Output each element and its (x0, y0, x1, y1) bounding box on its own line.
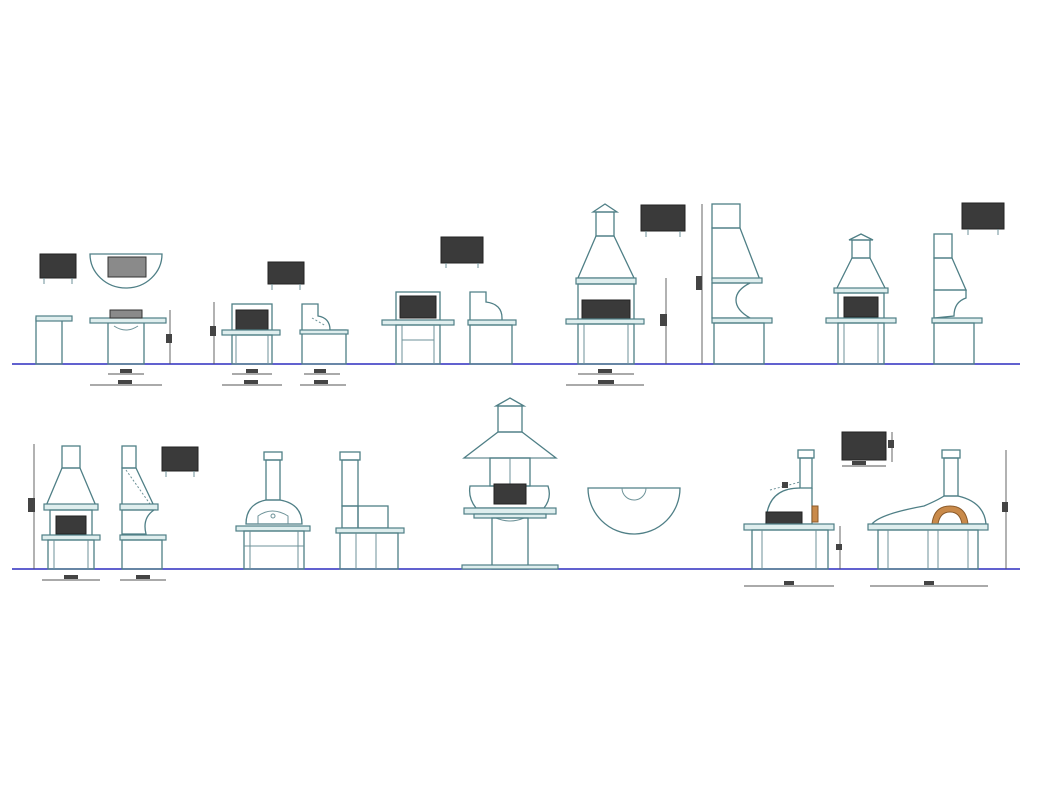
bbq-4 (565, 203, 773, 386)
bbq-5 (825, 202, 1005, 365)
bbq-1-side (35, 317, 63, 365)
bbq-2 (210, 261, 349, 386)
bbq-9 (743, 431, 1008, 587)
half-round-plan-2 (587, 487, 681, 535)
bbq-1-front (107, 319, 145, 365)
half-round-plan-1 (89, 253, 163, 289)
bbq-6 (28, 444, 199, 581)
bbq-3 (381, 236, 517, 365)
bbq-1 (35, 253, 172, 386)
bbq-8 (461, 397, 681, 570)
bbq-7 (235, 451, 405, 570)
grill-tray-1 (39, 253, 77, 279)
